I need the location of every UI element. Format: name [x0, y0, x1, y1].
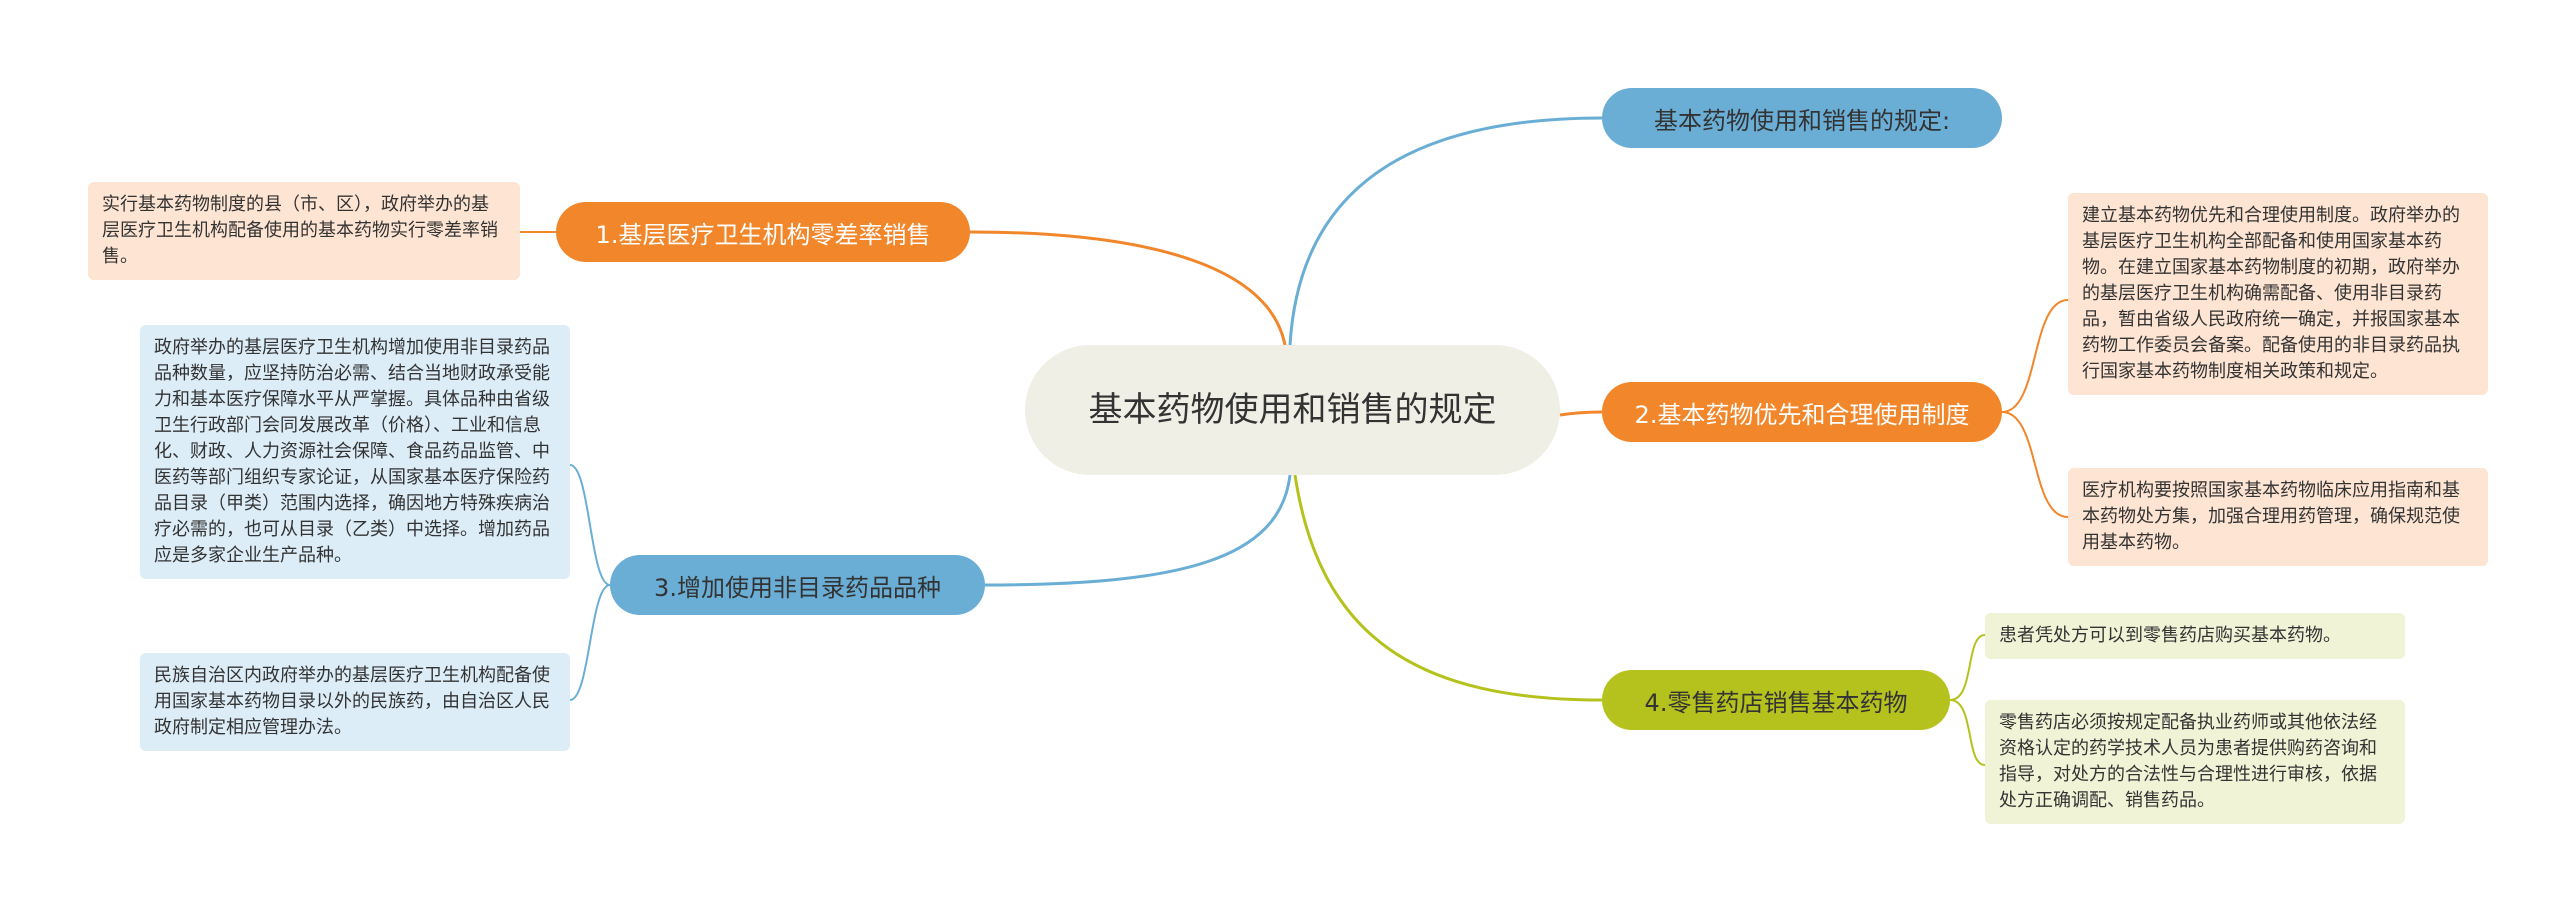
link-root-b0 — [1288, 116, 1603, 346]
link-root-b3 — [984, 474, 1292, 587]
leaf-non-catalog-detail-1[interactable]: 政府举办的基层医疗卫生机构增加使用非目录药品品种数量，应坚持防治必需、结合当地财… — [140, 325, 570, 579]
link-root-b2 — [1559, 410, 1603, 417]
branch-priority-use-label: 2.基本药物优先和合理使用制度 — [1634, 400, 1970, 429]
leaf-retail-detail-2[interactable]: 零售药店必须按规定配备执业药师或其他依法经资格认定的药学技术人员为患者提供购药咨… — [1985, 700, 2405, 824]
link-b2-leaf1 — [2001, 299, 2069, 413]
leaf-retail-detail-1[interactable]: 患者凭处方可以到零售药店购买基本药物。 — [1985, 613, 2405, 659]
leaf-priority-use-detail-1[interactable]: 建立基本药物优先和合理使用制度。政府举办的基层医疗卫生机构全部配备和使用国家基本… — [2068, 193, 2488, 395]
link-b4-leaf2 — [1949, 699, 1986, 766]
link-b3-leaf1 — [569, 464, 611, 586]
link-b4-leaf1 — [1949, 634, 1986, 701]
branch-non-catalog-drugs[interactable]: 3.增加使用非目录药品品种 — [610, 555, 985, 615]
link-b3-leaf2 — [569, 584, 611, 701]
branch-retail-pharmacy-label: 4.零售药店销售基本药物 — [1644, 688, 1908, 717]
branch-priority-use[interactable]: 2.基本药物优先和合理使用制度 — [1602, 382, 2002, 442]
branch-retail-pharmacy[interactable]: 4.零售药店销售基本药物 — [1602, 670, 1950, 730]
branch-rules-title[interactable]: 基本药物使用和销售的规定: — [1602, 88, 2002, 148]
branch-zero-markup-label: 1.基层医疗卫生机构零差率销售 — [595, 220, 931, 249]
link-b2-leaf2 — [2001, 411, 2069, 518]
link-root-b1 — [969, 230, 1287, 346]
branch-non-catalog-drugs-label: 3.增加使用非目录药品品种 — [654, 573, 941, 602]
branch-rules-title-label: 基本药物使用和销售的规定: — [1653, 106, 1951, 135]
leaf-priority-use-detail-2[interactable]: 医疗机构要按照国家基本药物临床应用指南和基本药物处方集，加强合理用药管理，确保规… — [2068, 468, 2488, 566]
leaf-zero-markup-detail[interactable]: 实行基本药物制度的县（市、区），政府举办的基层医疗卫生机构配备使用的基本药物实行… — [88, 182, 520, 280]
link-root-b4 — [1293, 474, 1603, 702]
root-topic-label: 基本药物使用和销售的规定 — [1088, 390, 1497, 430]
root-topic[interactable]: 基本药物使用和销售的规定 — [1025, 345, 1560, 475]
branch-zero-markup[interactable]: 1.基层医疗卫生机构零差率销售 — [556, 202, 970, 262]
leaf-non-catalog-detail-2[interactable]: 民族自治区内政府举办的基层医疗卫生机构配备使用国家基本药物目录以外的民族药，由自… — [140, 653, 570, 751]
